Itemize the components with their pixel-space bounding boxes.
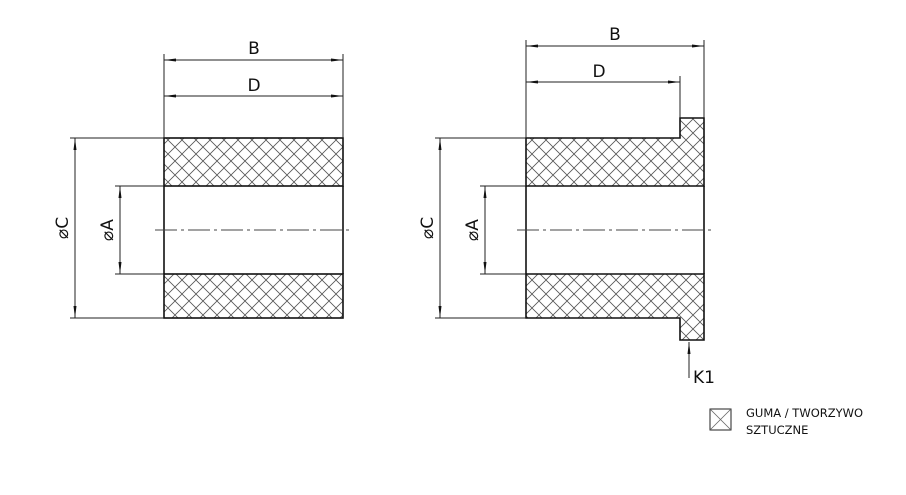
legend-line-2: SZTUCZNE xyxy=(746,423,808,437)
dim-label-a: ⌀A xyxy=(98,219,118,241)
dim-label-a: ⌀A xyxy=(463,219,483,241)
dim-label-b: B xyxy=(609,25,621,45)
upper-flanged-section xyxy=(525,117,705,187)
dim-label-c: ⌀C xyxy=(418,217,438,239)
lower-flanged-section xyxy=(525,273,705,341)
dim-label-c: ⌀C xyxy=(53,217,73,239)
dim-label-d: D xyxy=(247,76,260,96)
flanged-bushing-view: B D ⌀C ⌀A K1 xyxy=(418,25,715,388)
legend-line-1: GUMA / TWORZYWO xyxy=(746,406,863,420)
material-legend: GUMA / TWORZYWO SZTUCZNE xyxy=(709,406,863,437)
plain-bushing-view: B D ⌀C ⌀A xyxy=(53,39,352,319)
upper-wall-section xyxy=(163,137,344,187)
lower-wall-section xyxy=(163,273,344,319)
crosshatch-material-icon xyxy=(709,408,732,431)
dim-label-d: D xyxy=(592,62,605,82)
dim-label-b: B xyxy=(248,39,260,59)
callout-k1: K1 xyxy=(693,368,715,388)
